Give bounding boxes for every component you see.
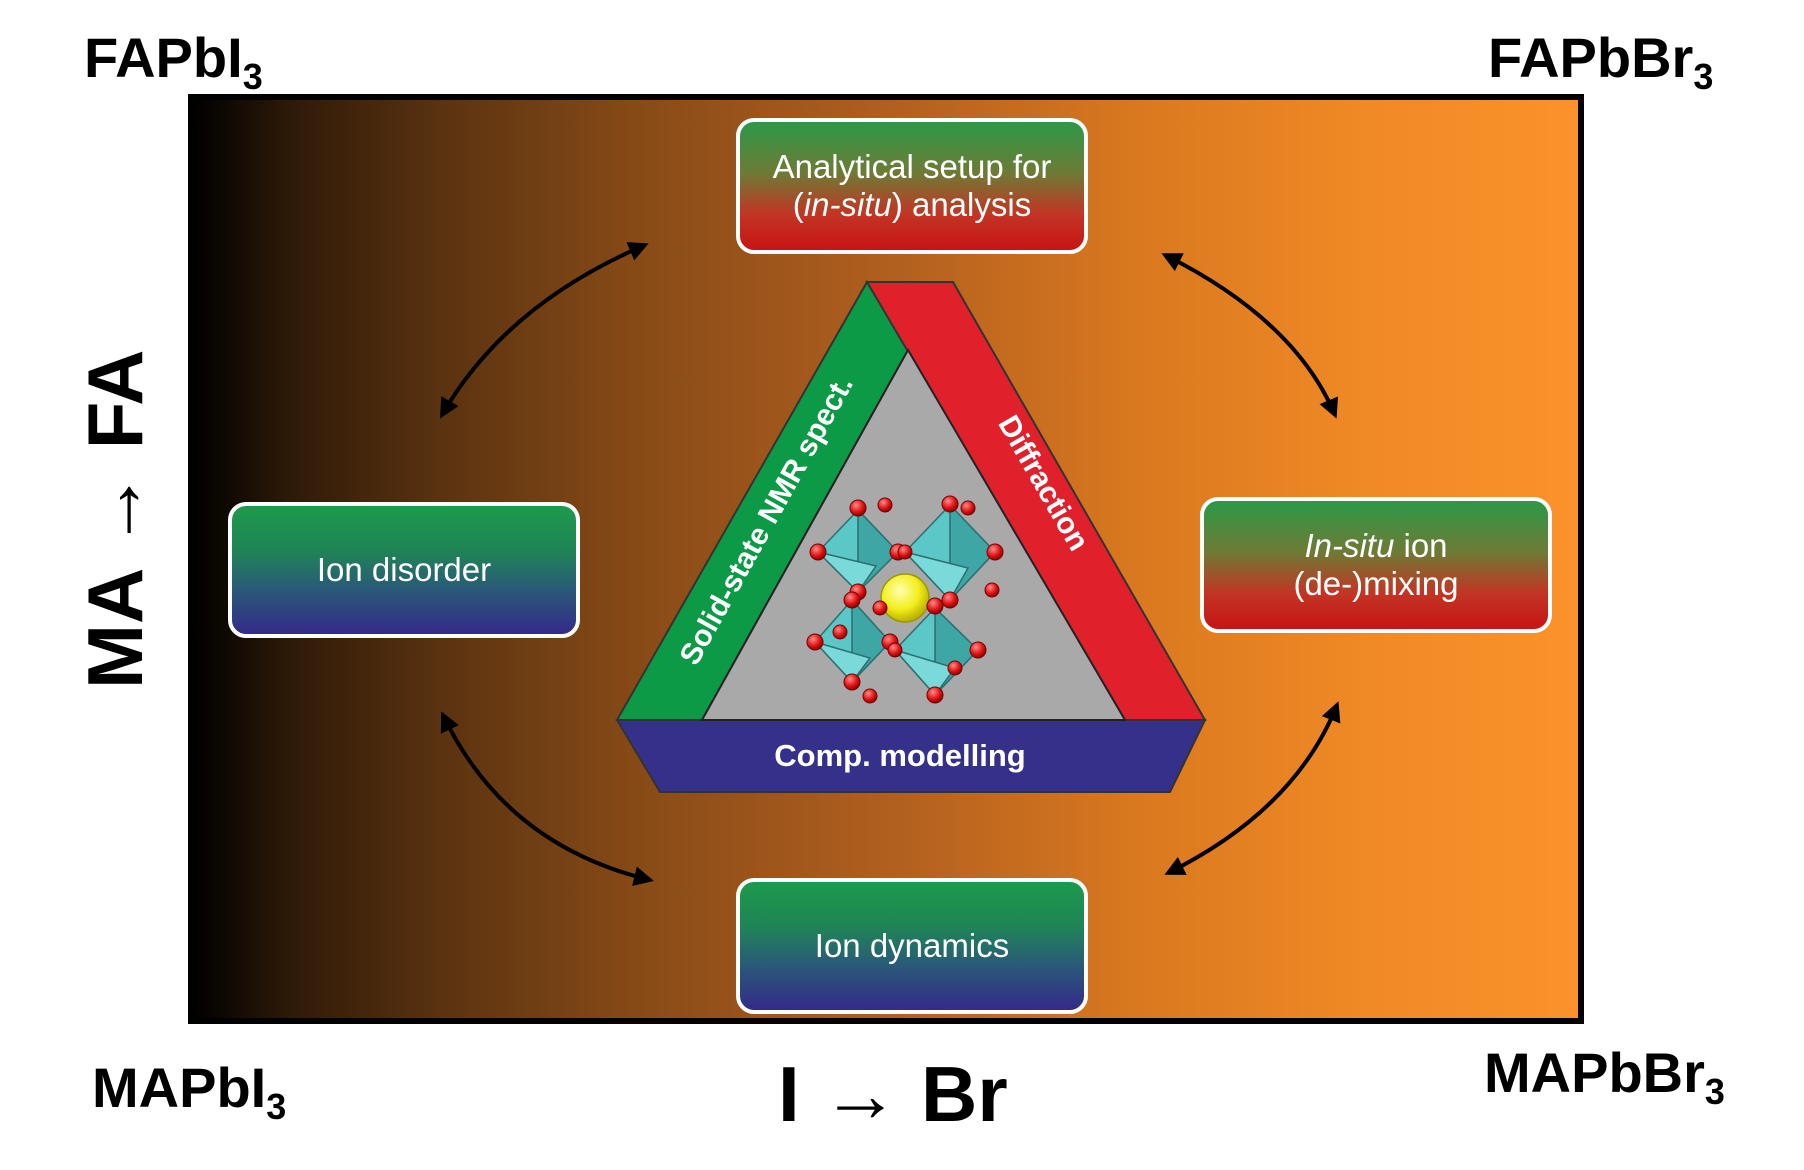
- box-ion-dynamics-label: Ion dynamics: [814, 927, 1010, 965]
- axis-label-horizontal: I → Br: [778, 1050, 1008, 1138]
- box-analytical-setup-line2: (in-situ) analysis: [792, 186, 1032, 223]
- box-ion-disorder: Ion disorder: [228, 502, 580, 638]
- arrow-bottom-left: [440, 711, 654, 886]
- box-analytical-setup-line1: Analytical setup for: [772, 148, 1052, 186]
- octahedron-upper-right: [902, 503, 997, 602]
- triangle-center: [700, 347, 1127, 721]
- technique-triangle: Solid-state NMR spect. Diffraction Comp.…: [615, 280, 1207, 793]
- halide-atoms: [806, 495, 1004, 704]
- box-in-situ-mixing-line2: (de-)mixing: [1293, 565, 1459, 602]
- octahedron-lower-right: [892, 606, 980, 697]
- box-analytical-setup: Analytical setup for (in-situ) analysis: [736, 118, 1088, 254]
- corner-label-bottom-left: MAPbI3: [92, 1056, 287, 1127]
- octahedron-upper-left: [815, 508, 900, 594]
- box-ion-disorder-label: Ion disorder: [316, 551, 492, 589]
- corner-label-bottom-right: MAPbBr3: [1484, 1041, 1725, 1112]
- corner-label-top-left: FAPbI3: [84, 26, 263, 97]
- box-ion-dynamics: Ion dynamics: [736, 878, 1088, 1014]
- perovskite-structure: [806, 495, 1004, 704]
- a-site-cation: [880, 573, 930, 623]
- arrow-bottom-right: [1164, 701, 1341, 875]
- box-in-situ-mixing-line1: In-situ ion: [1304, 527, 1448, 565]
- corner-label-top-right: FAPbBr3: [1488, 26, 1714, 97]
- arrow-top-right: [1161, 253, 1338, 419]
- arrow-top-left: [440, 242, 649, 419]
- octahedron-lower-left: [812, 598, 892, 684]
- triangle-label-modelling: Comp. modelling: [774, 738, 1025, 773]
- box-in-situ-mixing: In-situ ion (de-)mixing: [1200, 497, 1552, 633]
